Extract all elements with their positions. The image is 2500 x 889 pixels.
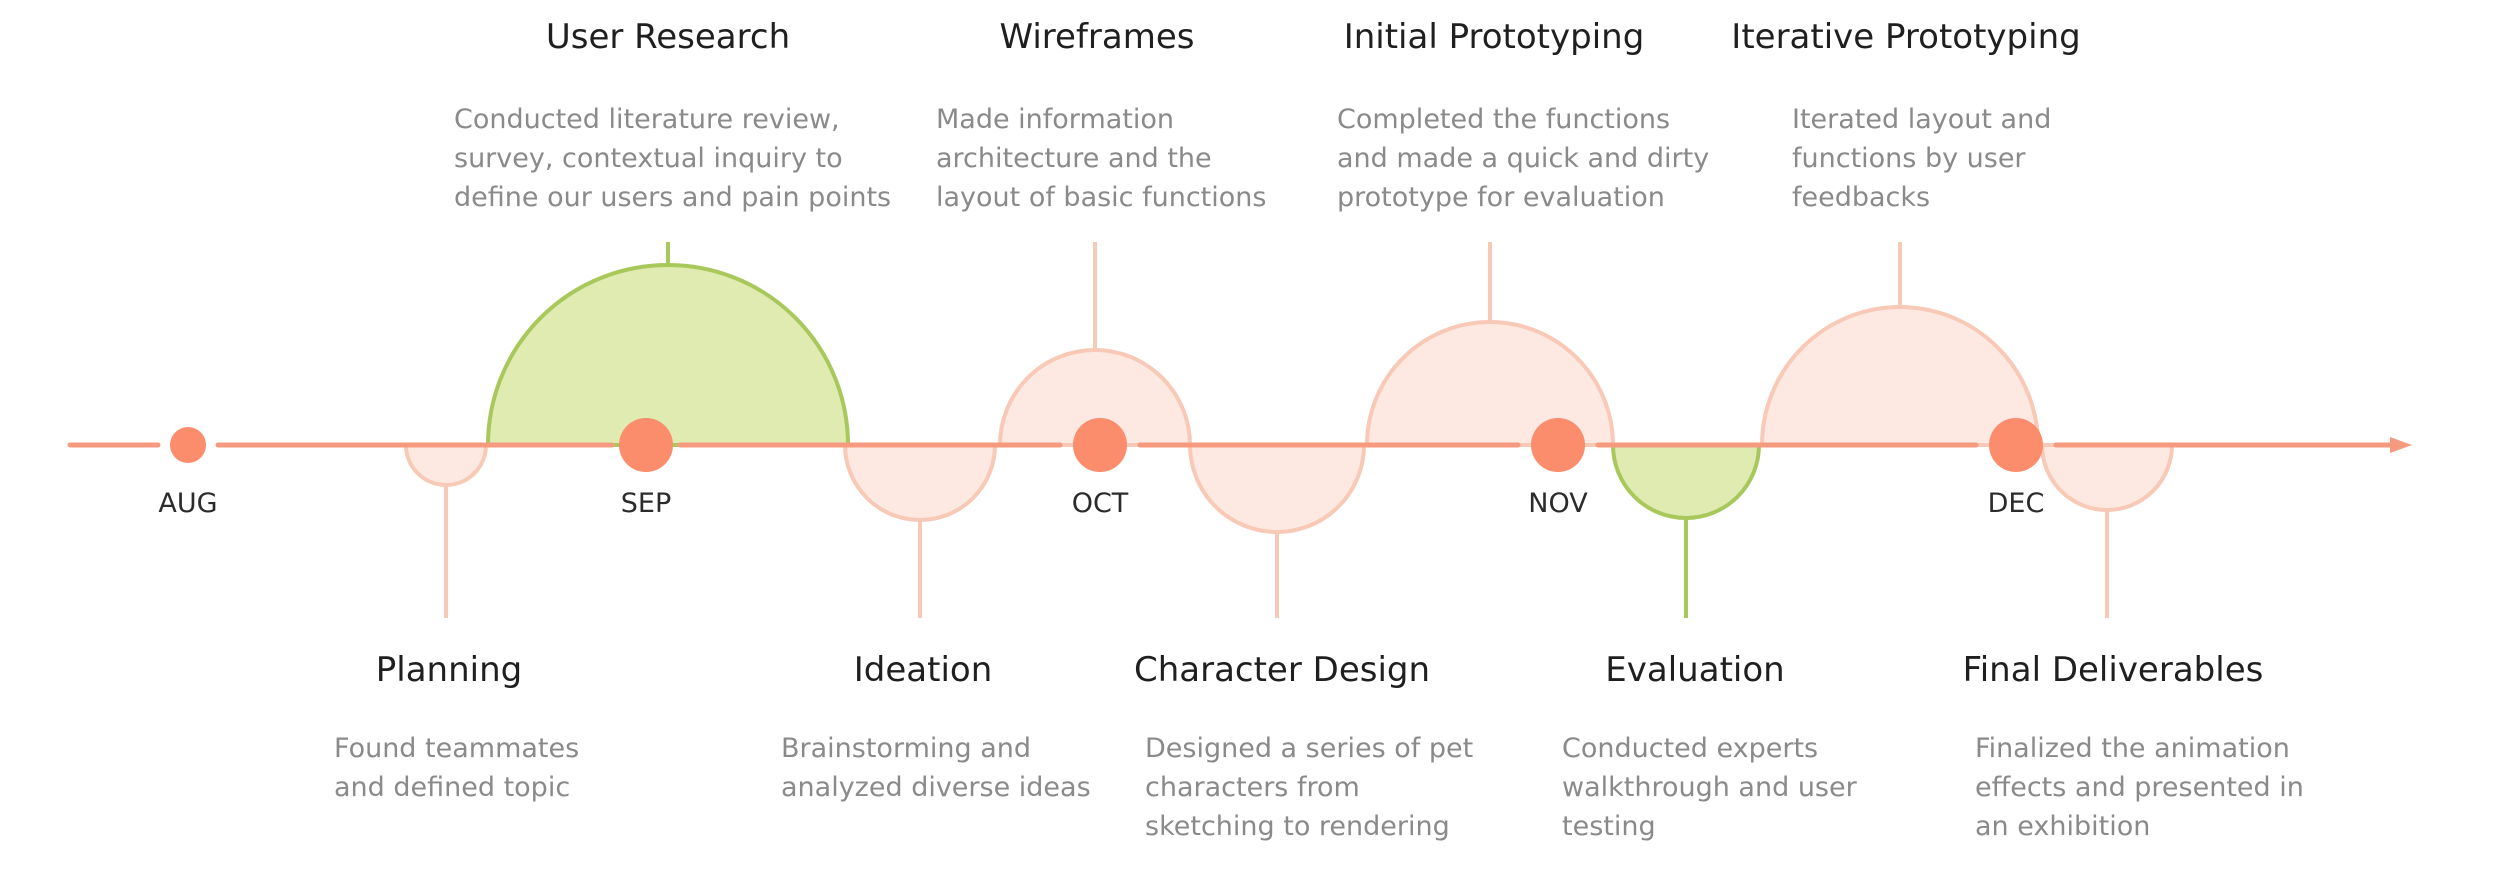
phase-description-line: characters from xyxy=(1145,772,1360,803)
character-design-phase-shape xyxy=(1187,443,1367,534)
phase-description-line: survey, contextual inquiry to xyxy=(454,143,843,174)
final-deliverables-phase-shape xyxy=(2039,443,2175,512)
phase-shapes xyxy=(403,242,2175,618)
phase-description-line: testing xyxy=(1562,811,1656,842)
phase-description-line: walkthrough and user xyxy=(1562,772,1858,803)
phase-title: Initial Prototyping xyxy=(1344,17,1645,57)
phase-description-line: Finalized the animation xyxy=(1975,733,2290,764)
phase-description-line: prototype for evaluation xyxy=(1337,182,1665,213)
phase-description-line: architecture and the xyxy=(936,143,1212,174)
month-label: NOV xyxy=(1528,488,1588,519)
ideation-phase-shape xyxy=(842,443,998,522)
user-research-phase-shape xyxy=(485,263,851,447)
phase-description-line: Iterated layout and xyxy=(1792,104,2051,135)
phase-description-line: and defined topic xyxy=(334,772,570,803)
phase-description-line: sketching to rendering xyxy=(1145,811,1450,842)
phase-description-line: Conducted experts xyxy=(1562,733,1818,764)
wireframes-phase-shape xyxy=(997,348,1193,447)
month-label: DEC xyxy=(1988,488,2045,519)
month-markers xyxy=(170,418,2043,472)
iterative-prototyping-phase-shape xyxy=(1759,305,2041,447)
phase-description-line: Completed the functions xyxy=(1337,104,1670,135)
evaluation-phase-shape xyxy=(1610,443,1762,520)
month-label: OCT xyxy=(1072,488,1129,519)
phase-description-line: feedbacks xyxy=(1792,182,1930,213)
phase-description-line: and made a quick and dirty xyxy=(1337,143,1709,174)
phase-description-line: layout of basic functions xyxy=(936,182,1266,213)
axis-arrowhead-icon xyxy=(2390,437,2412,453)
month-dot xyxy=(1989,418,2043,472)
month-label: SEP xyxy=(621,488,671,519)
phase-title: Character Design xyxy=(1134,650,1430,690)
timeline-axis xyxy=(67,437,2412,453)
phase-title: Final Deliverables xyxy=(1963,650,2264,690)
phase-description-line: Conducted literature review, xyxy=(454,104,840,135)
phase-title: Iterative Prototyping xyxy=(1731,17,2080,57)
phase-description-line: Brainstorming and xyxy=(781,733,1031,764)
month-dot xyxy=(170,427,206,463)
phase-description-line: Designed a series of pet xyxy=(1145,733,1473,764)
month-dot xyxy=(1073,418,1127,472)
planning-phase-shape xyxy=(403,443,489,487)
phase-title: Ideation xyxy=(854,650,993,690)
phase-description-line: functions by user xyxy=(1792,143,2026,174)
phase-title: Planning xyxy=(376,650,522,690)
month-dot xyxy=(619,418,673,472)
phase-description-line: Found teammates xyxy=(334,733,579,764)
phase-title: User Research xyxy=(546,17,790,57)
phase-title: Evaluation xyxy=(1605,650,1784,690)
month-dot xyxy=(1531,418,1585,472)
phase-title: Wireframes xyxy=(999,17,1194,57)
phase-description-line: define our users and pain points xyxy=(454,182,891,213)
phase-description-line: analyzed diverse ideas xyxy=(781,772,1091,803)
phase-description-line: effects and presented in xyxy=(1975,772,2304,803)
month-label: AUG xyxy=(158,488,217,519)
phase-description-line: Made information xyxy=(936,104,1174,135)
phase-description-line: an exhibition xyxy=(1975,811,2150,842)
initial-prototyping-phase-shape xyxy=(1364,320,1616,447)
